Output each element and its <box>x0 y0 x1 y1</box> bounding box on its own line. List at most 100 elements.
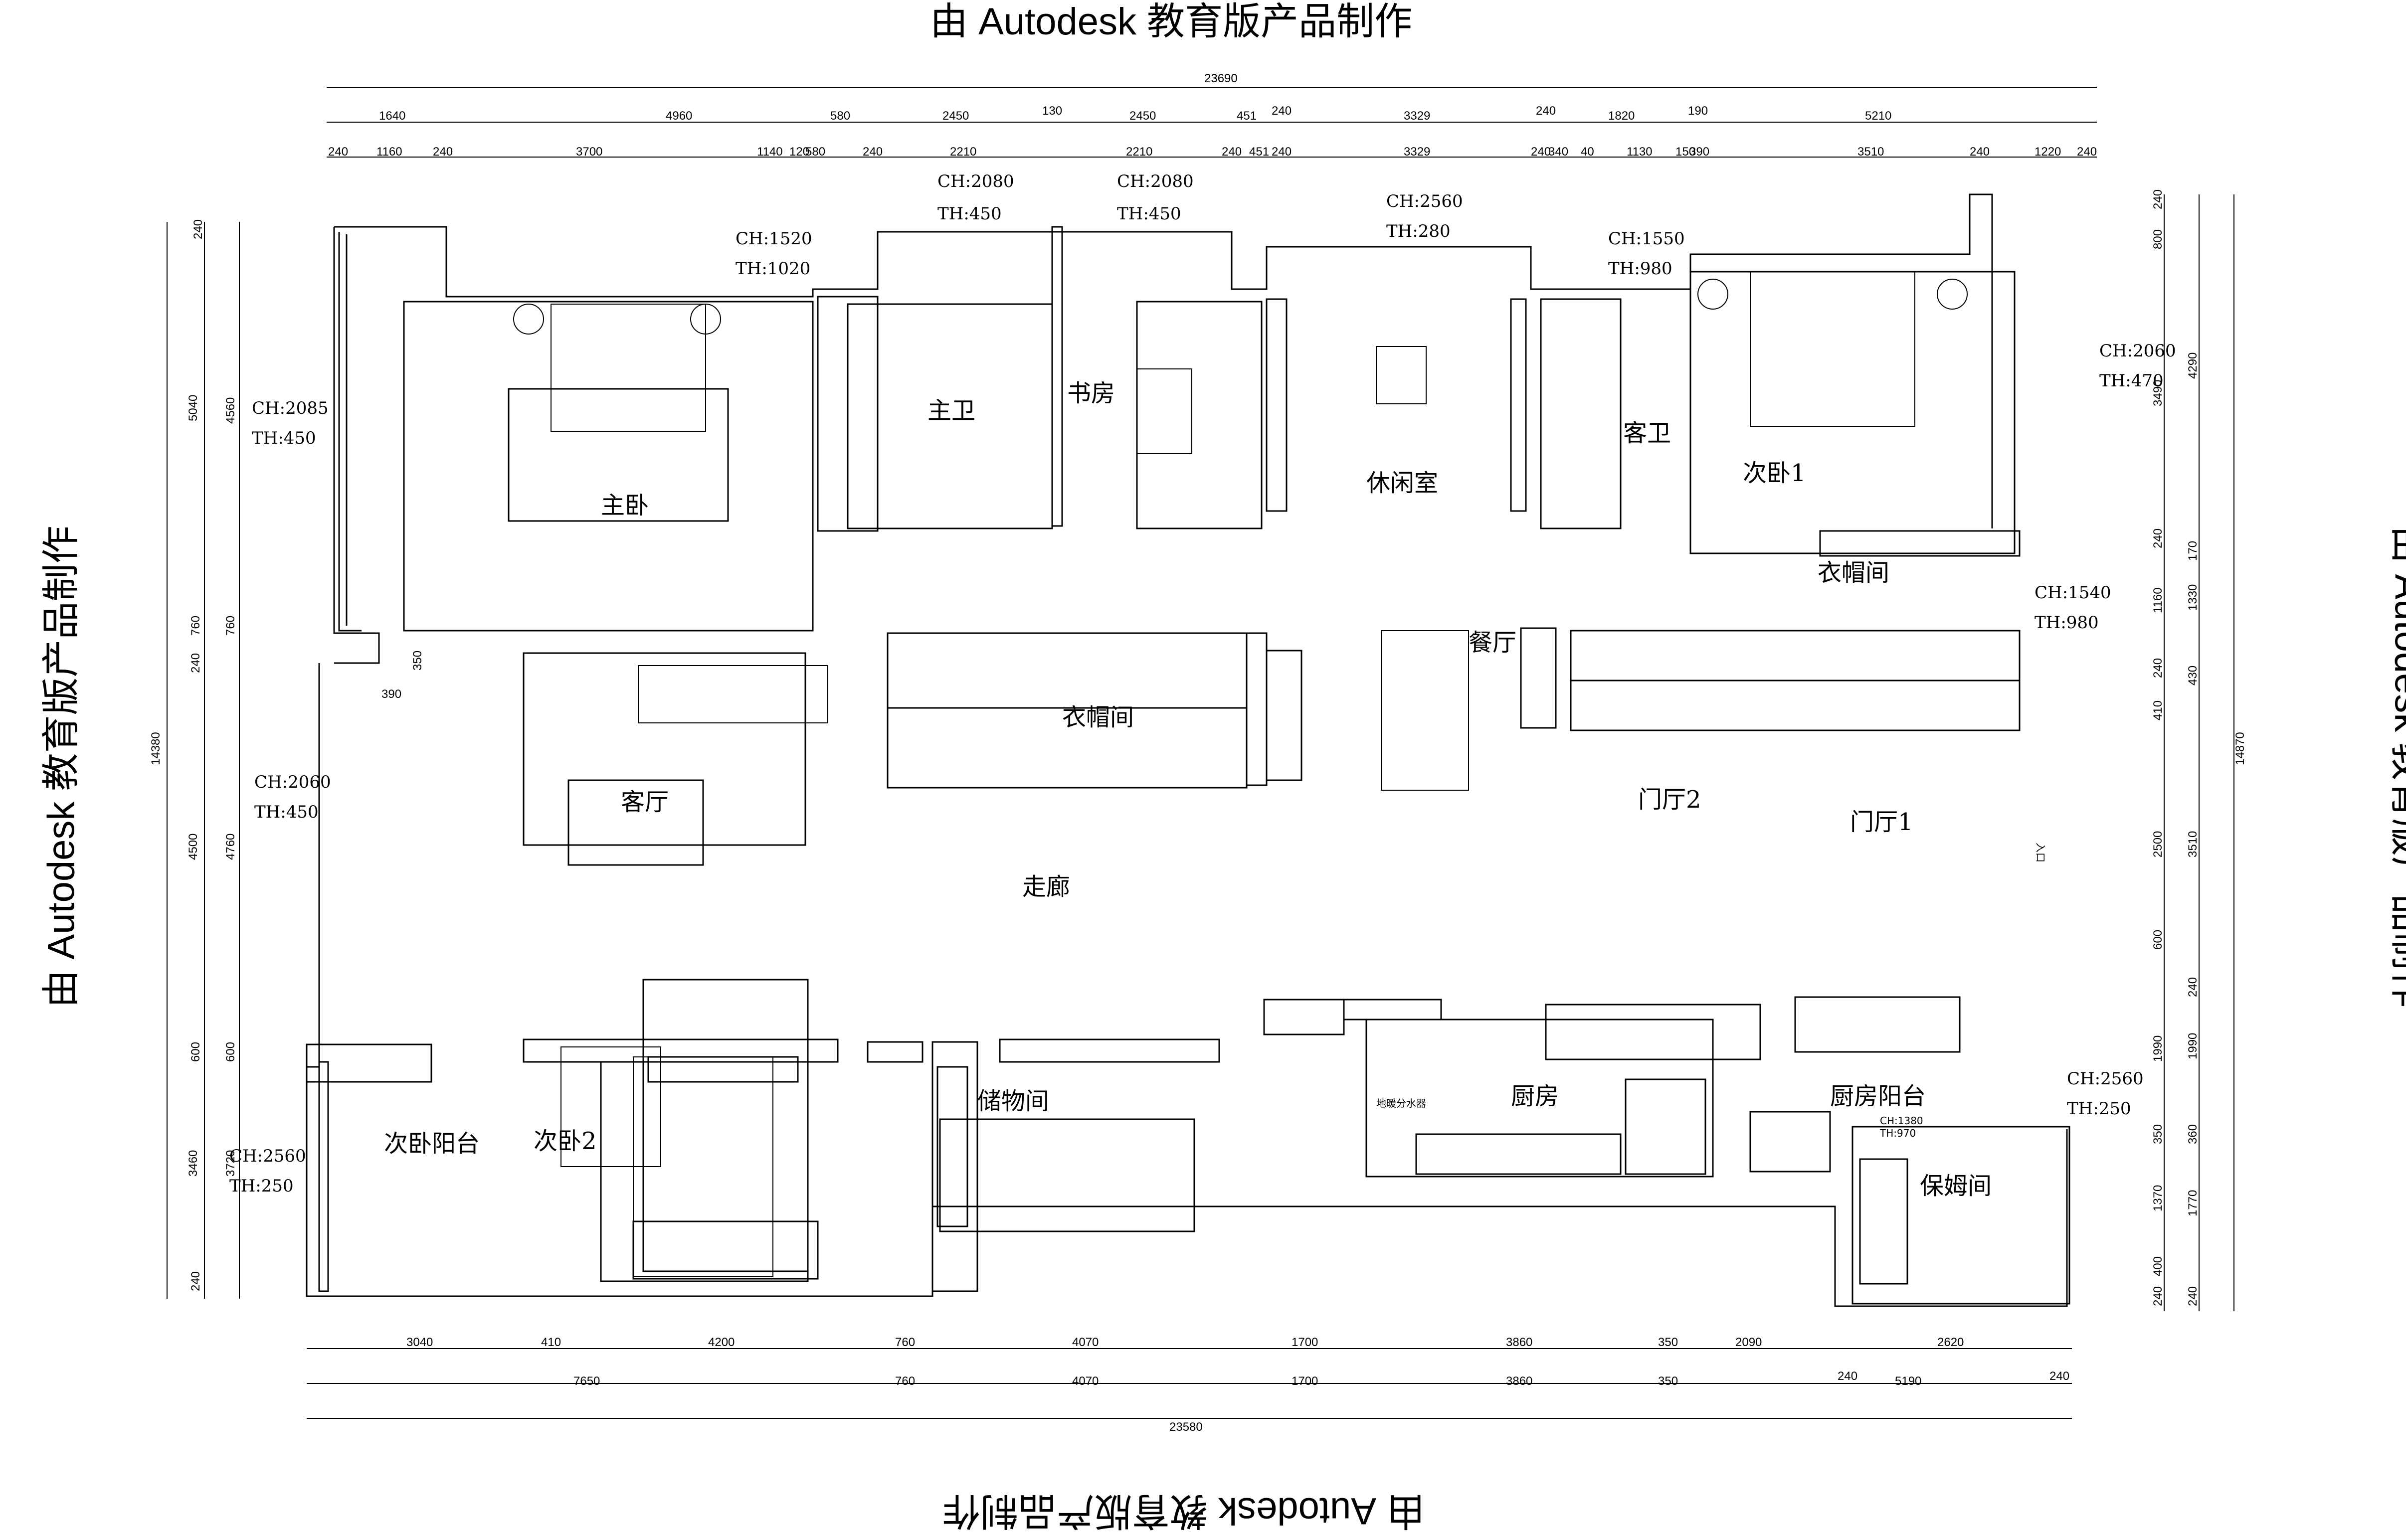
label-foyer1: 门厅1 <box>1850 808 1913 836</box>
top-row2-label: 340 <box>1548 145 1568 159</box>
note-study-right-ch: CH:2080 <box>1117 171 1194 191</box>
bottom-row2-label: 4070 <box>1072 1374 1099 1388</box>
right-outer-label: 400 <box>2151 1256 2165 1276</box>
bottom-row2-label: 760 <box>895 1374 915 1388</box>
right-inner-label: 1990 <box>2186 1033 2200 1059</box>
right-outer-label: 240 <box>2151 528 2165 548</box>
top-row1-label: 240 <box>1536 104 1556 118</box>
top-row2-label: 240 <box>328 145 348 159</box>
note-nanny-th: TH:970 <box>1879 1127 1916 1139</box>
right-outer-label: 600 <box>2151 930 2165 950</box>
top-row2-label: 580 <box>805 145 825 159</box>
note-lounge-top-ch: CH:2560 <box>1386 191 1463 211</box>
top-row2-label: 3329 <box>1404 145 1430 159</box>
left-inner-label: 760 <box>224 616 237 636</box>
top-row1-label: 451 <box>1237 109 1257 123</box>
label-study: 书房 <box>1067 379 1115 407</box>
top-row1-label: 3329 <box>1404 109 1430 123</box>
lounge-table <box>1376 346 1427 404</box>
note-master-left-ch: CH:2085 <box>252 398 329 418</box>
note-living-left-th: TH:450 <box>254 802 319 822</box>
top-row1-label: 2450 <box>942 109 969 123</box>
label-floor-heating: 地暖分水器 <box>1376 1097 1426 1109</box>
dim-right-total: 14870 <box>2233 732 2247 765</box>
label-bedroom1: 次卧1 <box>1743 459 1806 487</box>
note-kitchen-balcony-ch: CH:2560 <box>2067 1069 2144 1089</box>
top-row2-label: 3510 <box>1857 145 1884 159</box>
bottom-row2-label: 240 <box>1838 1369 1857 1383</box>
top-row2-label: 2210 <box>1126 145 1152 159</box>
label-guest-bath: 客卫 <box>1623 419 1671 447</box>
top-row2-label: 2210 <box>950 145 976 159</box>
top-row2-label: 240 <box>2077 145 2097 159</box>
top-row1-label: 4960 <box>666 109 692 123</box>
left-outer-label: 240 <box>191 219 205 239</box>
dimension-text: 23690 1640 4960 580 2450 130 2450 451 240 3329 24… <box>149 72 2247 1434</box>
note-study-left-th: TH:450 <box>937 204 1002 224</box>
top-row1-label: 130 <box>1042 104 1062 118</box>
label-master-bedroom: 主卧 <box>601 492 649 519</box>
top-row1-label: 190 <box>1688 104 1708 118</box>
right-inner-label: 1770 <box>2186 1190 2200 1216</box>
dim-top-row1: 1640 4960 580 2450 130 2450 451 240 3329 240 1820 1… <box>379 104 1891 123</box>
left-outer-label: 760 <box>189 616 202 636</box>
top-row2-label: 1140 <box>757 145 783 159</box>
note-balcony-left-th: TH:250 <box>229 1176 294 1196</box>
right-outer-label: 800 <box>2151 229 2165 249</box>
bottom-row1-label: 4070 <box>1072 1336 1099 1349</box>
right-outer-label: 350 <box>2151 1124 2165 1144</box>
left-outer-label: 5040 <box>186 395 200 421</box>
top-row2-label: 240 <box>1222 145 1242 159</box>
top-row2-label: 1160 <box>376 145 402 159</box>
note-guest-bath-th: TH:980 <box>1608 259 1672 279</box>
bottom-row1-label: 760 <box>895 1336 915 1349</box>
note-master-left-th: TH:450 <box>252 428 316 448</box>
dimension-lines <box>167 87 2234 1419</box>
left-inner-label: 4760 <box>224 834 237 860</box>
note-master-top-th: TH:1020 <box>736 259 810 279</box>
bed-1 <box>1750 271 1915 427</box>
left-inner-label: 3720 <box>224 1150 237 1177</box>
dim-top-total: 23690 <box>1204 72 1238 85</box>
top-row1-label: 1820 <box>1608 109 1635 123</box>
bottom-row1-label: 3860 <box>1506 1336 1532 1349</box>
note-master-top-ch: CH:1520 <box>736 229 812 249</box>
label-dining: 餐厅 <box>1469 629 1516 657</box>
bottom-row1-label: 350 <box>1658 1336 1678 1349</box>
top-row2-label: 1130 <box>1627 145 1653 159</box>
top-row2-label: 240 <box>1970 145 1990 159</box>
sofa <box>638 665 828 723</box>
right-outer-label: 1990 <box>2151 1035 2165 1062</box>
top-row1-label: 580 <box>830 109 850 123</box>
top-row2-label: 240 <box>433 145 453 159</box>
desk <box>1136 368 1192 454</box>
left-outer-label: 3460 <box>186 1150 200 1177</box>
label-storage: 储物间 <box>977 1087 1049 1115</box>
note-balcony-left-ch: CH:2560 <box>229 1146 306 1166</box>
right-inner-label: 4290 <box>2186 352 2200 379</box>
top-row1-label: 2450 <box>1129 109 1156 123</box>
top-row2-label: 240 <box>1272 145 1292 159</box>
right-outer-label: 2500 <box>2151 831 2165 857</box>
note-bedroom1-ch: CH:2060 <box>2099 341 2176 361</box>
right-inner-label: 360 <box>2186 1124 2200 1144</box>
label-lounge: 休闲室 <box>1366 469 1438 497</box>
watermark-top: 由 Autodesk 教育版产品制作 <box>930 0 1413 43</box>
dim-right-outer: 2408003490240116024041025006001990350137… <box>2151 189 2165 1306</box>
left-outer-label: 600 <box>189 1042 202 1062</box>
dining-table <box>1381 630 1469 791</box>
label-living-room: 客厅 <box>621 788 669 816</box>
bottom-row1-label: 4200 <box>708 1336 735 1349</box>
top-row1-label: 240 <box>1272 104 1292 118</box>
label-master-bath: 主卫 <box>927 397 975 425</box>
bottom-row1-label: 410 <box>541 1336 561 1349</box>
left-outer-label: 4500 <box>186 834 200 860</box>
label-nanny-room: 保姆间 <box>1920 1172 1992 1200</box>
top-row1-label: 1640 <box>379 109 405 123</box>
label-bedroom-balcony: 次卧阳台 <box>384 1130 480 1158</box>
dim-bottom-total: 23580 <box>1169 1420 1203 1434</box>
dim-local-350: 350 <box>411 651 424 671</box>
